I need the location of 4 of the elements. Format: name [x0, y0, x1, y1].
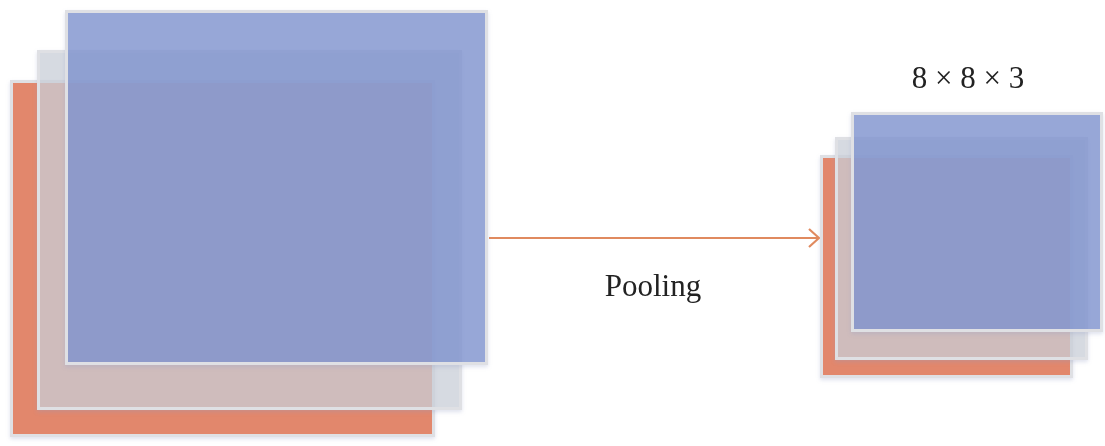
dimension-label: 8 × 8 × 3	[910, 59, 1026, 97]
layer-rectangle	[851, 112, 1103, 332]
arrow	[489, 227, 821, 249]
layer-rectangle	[65, 10, 488, 365]
